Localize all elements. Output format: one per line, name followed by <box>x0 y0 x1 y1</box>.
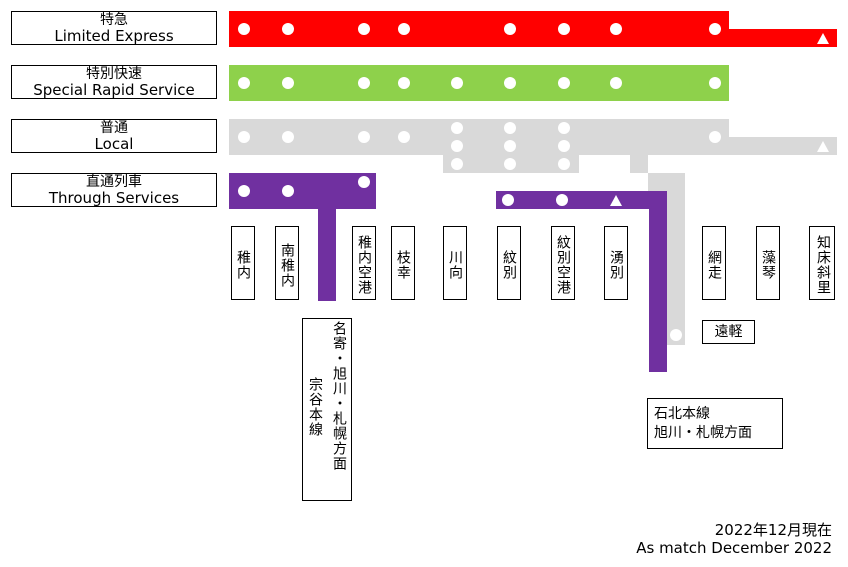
station-edasachi: 枝幸 <box>391 226 415 300</box>
through-bar-monbetsu <box>496 191 667 209</box>
legend-special-en: Special Rapid Service <box>33 81 195 99</box>
stop-dot <box>358 77 370 89</box>
limited-express-extension-bar <box>729 29 837 47</box>
stop-dot <box>282 185 294 197</box>
triangle-stop-icon <box>817 33 829 44</box>
triangle-stop-icon <box>817 141 829 152</box>
legend-special-rapid: 特別快速 Special Rapid Service <box>11 65 217 99</box>
stop-dot <box>504 140 516 152</box>
stop-dot <box>504 122 516 134</box>
legend-limited-en: Limited Express <box>54 27 174 45</box>
legend-special-jp: 特別快速 <box>86 66 142 82</box>
legend-limited-express: 特急 Limited Express <box>11 11 217 45</box>
stop-dot <box>398 77 410 89</box>
stop-dot <box>451 122 463 134</box>
stop-dot <box>610 23 622 35</box>
station-wakkanai: 稚内 <box>231 226 255 300</box>
stop-dot <box>558 158 570 170</box>
station-monbetsu: 紋別 <box>497 226 521 300</box>
stop-dot <box>358 131 370 143</box>
stop-dot <box>556 194 568 206</box>
stop-dot <box>504 23 516 35</box>
stop-dot <box>504 158 516 170</box>
stop-dot <box>358 176 370 188</box>
stop-dot <box>558 23 570 35</box>
stop-dot <box>610 77 622 89</box>
date-note-en: As match December 2022 <box>636 539 832 557</box>
local-bar <box>229 119 729 155</box>
stop-dot <box>282 131 294 143</box>
limited-express-bar <box>229 11 729 47</box>
through-bar-down-sekihoku <box>649 209 667 372</box>
stop-dot <box>502 194 514 206</box>
local-branch-link <box>630 155 648 173</box>
stop-dot <box>709 23 721 35</box>
legend-through-en: Through Services <box>48 189 180 207</box>
stop-dot <box>451 158 463 170</box>
legend-local-jp: 普通 <box>100 120 128 136</box>
stop-dot <box>282 23 294 35</box>
stop-dot <box>238 77 250 89</box>
direction-sekihoku-line: 石北本線 <box>654 406 710 422</box>
stop-dot <box>709 131 721 143</box>
station-kawamukai: 川向 <box>443 226 467 300</box>
station-wakkanai-airport: 稚内空港 <box>352 226 376 300</box>
stop-dot <box>709 77 721 89</box>
stop-dot <box>451 77 463 89</box>
stop-dot <box>238 23 250 35</box>
station-moto: 藻琴 <box>756 226 780 300</box>
station-engaru: 遠軽 <box>702 320 755 344</box>
local-branch-link-2 <box>648 173 668 191</box>
direction-nayoro-box: 名寄・旭川・札幌方面 宗谷本線 <box>302 318 352 501</box>
legend-through: 直通列車 Through Services <box>11 173 217 207</box>
stop-dot <box>238 185 250 197</box>
direction-sekihoku-box: 石北本線 旭川・札幌方面 <box>647 398 783 449</box>
stop-dot <box>451 140 463 152</box>
direction-nayoro-destinations: 名寄・旭川・札幌方面 <box>331 321 347 471</box>
legend-through-jp: 直通列車 <box>86 174 142 190</box>
stop-dot <box>282 77 294 89</box>
date-note: 2022年12月現在 As match December 2022 <box>636 521 832 557</box>
stop-dot <box>398 23 410 35</box>
stop-dot <box>558 77 570 89</box>
station-monbetsu-airport: 紋別空港 <box>551 226 575 300</box>
stop-dot <box>504 77 516 89</box>
triangle-stop-icon <box>610 195 622 206</box>
stop-dot <box>558 140 570 152</box>
local-extension-bar <box>729 137 837 155</box>
through-bar-down-nayoro <box>318 209 336 301</box>
stop-dot <box>398 131 410 143</box>
stop-dot <box>558 122 570 134</box>
legend-local: 普通 Local <box>11 119 217 153</box>
special-rapid-bar <box>229 65 729 101</box>
direction-nayoro-line: 宗谷本線 <box>307 377 323 437</box>
legend-local-en: Local <box>94 135 134 153</box>
station-shiretoko-shari: 知床斜里 <box>809 226 835 300</box>
station-yubetsu: 湧別 <box>604 226 628 300</box>
direction-sekihoku-destinations: 旭川・札幌方面 <box>654 425 752 441</box>
station-minami-wakkanai: 南稚内 <box>275 226 299 300</box>
stop-dot <box>358 23 370 35</box>
local-vertical-bar <box>667 173 685 345</box>
stop-dot <box>670 329 682 341</box>
through-bar-wakkanai <box>229 173 376 209</box>
station-abashiri: 網走 <box>702 226 726 300</box>
stop-dot <box>238 131 250 143</box>
date-note-jp: 2022年12月現在 <box>714 521 832 539</box>
legend-limited-jp: 特急 <box>100 12 128 28</box>
